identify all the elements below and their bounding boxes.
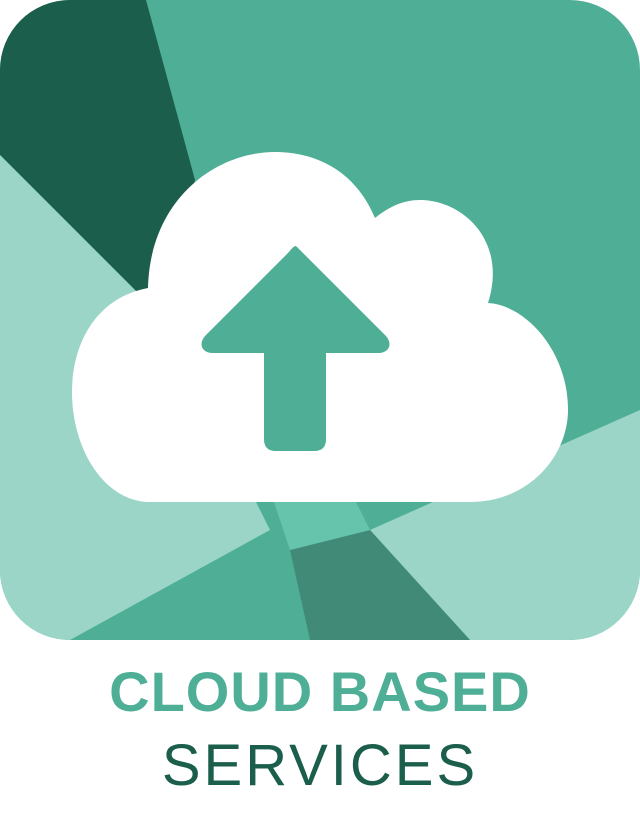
- badge-graphic: [0, 0, 640, 640]
- caption-subtitle: SERVICES: [161, 733, 479, 798]
- upload-arrow-icon: [201, 246, 390, 451]
- caption-title: CLOUD BASED: [109, 660, 531, 723]
- background-facet-light-bottom-right: [370, 410, 640, 640]
- background-facet-bright-center: [270, 490, 370, 550]
- background-facet-dark-bottom: [290, 530, 470, 640]
- background-facet-dark-top-left: [0, 0, 195, 320]
- cloud-services-badge: [0, 0, 640, 640]
